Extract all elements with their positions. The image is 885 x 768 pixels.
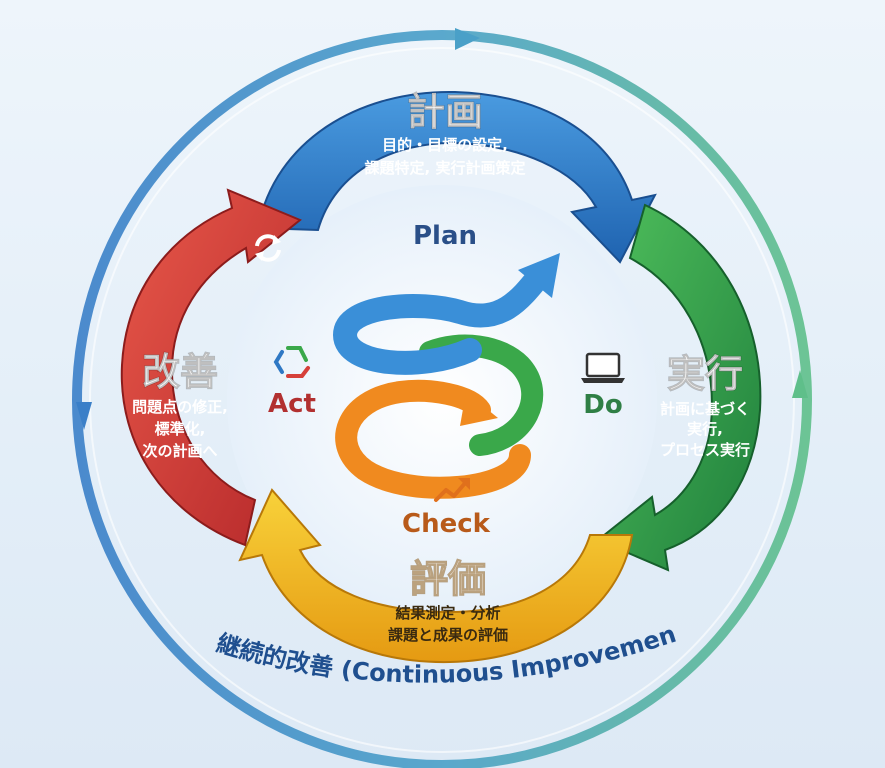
plan-title: 計画 <box>407 90 483 134</box>
outer-cycle-ring <box>72 28 812 768</box>
act-desc-line-2: 標準化, <box>155 420 206 438</box>
laptop-icon <box>581 352 625 383</box>
refresh-icon <box>255 234 281 262</box>
do-english-label: Do <box>583 390 622 420</box>
act-desc-line-3: 次の計画へ <box>142 442 217 460</box>
do-desc-line-3: プロセス実行 <box>660 441 750 459</box>
plan-segment: 計画 目的・目標の設定, 課題特定, 実行計画策定 <box>256 90 657 264</box>
plan-desc-line-1: 目的・目標の設定, <box>382 136 508 154</box>
check-title: 評価 <box>410 557 486 601</box>
plan-english-label: Plan <box>413 221 477 251</box>
do-segment: 実行 計画に基づく 実行, プロセス実行 <box>596 203 762 572</box>
plan-desc-line-2: 課題特定, 実行計画策定 <box>365 159 526 177</box>
act-english-label: Act <box>268 389 316 419</box>
do-desc-line-1: 計画に基づく <box>660 400 750 418</box>
spiral-arrow <box>332 253 560 499</box>
act-segment: 改善 問題点の修正, 標準化, 次の計画へ <box>120 188 302 547</box>
do-title: 実行 <box>667 352 743 396</box>
trend-up-icon <box>434 478 470 502</box>
recycle-icon <box>273 346 310 378</box>
check-desc-line-2: 課題と成果の評価 <box>388 626 508 644</box>
act-desc-line-1: 問題点の修正, <box>132 398 228 416</box>
act-title: 改善 <box>142 350 218 394</box>
check-segment: 評価 結果測定・分析 課題と成果の評価 <box>238 488 634 664</box>
check-desc-line-1: 結果測定・分析 <box>395 604 500 622</box>
do-desc-line-2: 実行, <box>687 420 723 438</box>
check-english-label: Check <box>402 509 491 539</box>
